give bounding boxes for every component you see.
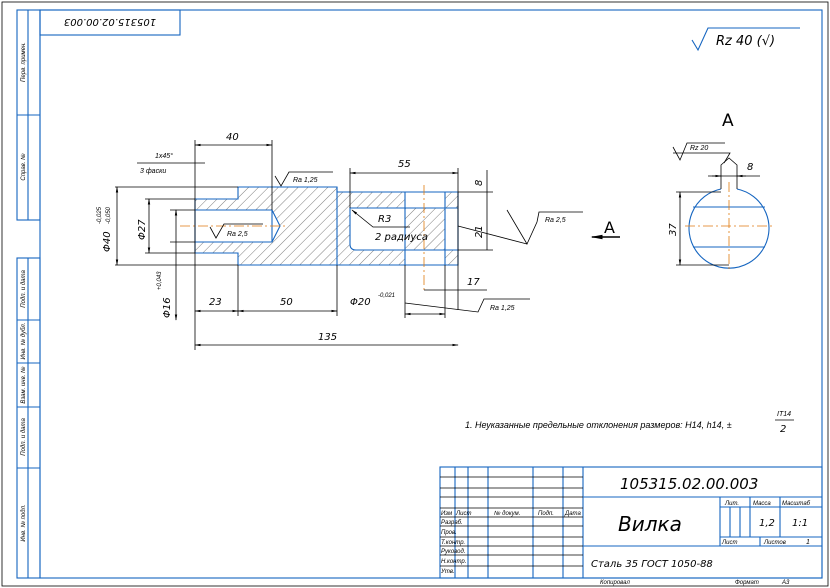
tb-sheets-label: Листов [763, 540, 786, 546]
tb-role: Н.контр. [441, 559, 466, 565]
dim-135: 135 [318, 332, 337, 343]
dim-8: 8 [474, 180, 485, 186]
roughness-ra-25-bore: Ra 2,5 [227, 231, 248, 238]
dim-55: 55 [398, 159, 411, 170]
dim-dia-20: Φ20 [350, 297, 371, 308]
left-sidebar: Перв. примен. Справ. № Подп. и дата Инв.… [16, 9, 41, 579]
tb-sheets: 1 [806, 539, 810, 546]
radius-count: 2 радиуса [375, 232, 428, 243]
dim-17: 17 [467, 277, 480, 288]
dim-dia-16: Φ16 [162, 297, 173, 318]
side-dim-37: 37 [668, 223, 679, 236]
side-view: A Rz 20 8 37 [668, 111, 773, 270]
tb-scale: 1:1 [792, 518, 808, 529]
chamfer-label: 1x45° [155, 152, 173, 160]
view-label: A [722, 111, 734, 131]
sidebar-label: Инв. № подл. [20, 504, 27, 541]
radius-label: R3 [378, 214, 391, 225]
chamfer-count: 3 фаски [140, 168, 166, 175]
tb-format-label: Формат [735, 580, 759, 586]
tb-scale-label: Масштаб [782, 501, 811, 507]
top-stamp: 105315.02.00.003 [39, 9, 181, 36]
tb-role: Руковод. [441, 549, 466, 555]
side-dim-8: 8 [747, 162, 753, 173]
tb-header: Лист [455, 511, 471, 517]
section-arrow-label: A [604, 218, 615, 237]
sidebar-label: Справ. № [20, 153, 27, 181]
stamp-designation: 105315.02.00.003 [64, 16, 156, 27]
tb-role: Т.контр. [441, 540, 465, 546]
dim-dia-40-tol-lower: -0,050 [106, 206, 112, 224]
roughness-ra-25-right: Ra 2,5 [545, 217, 566, 224]
technical-note: 1. Неуказанные предельные отклонения раз… [465, 411, 794, 435]
tb-lit-label: Лит. [724, 501, 739, 507]
dim-dia-16-tol: +0,043 [157, 271, 163, 290]
dim-dia-20-tol: -0,021 [378, 293, 395, 299]
tb-role: Пров. [441, 530, 457, 536]
tb-header: Подп. [538, 511, 554, 517]
tb-material: Сталь 35 ГОСТ 1050-88 [591, 559, 713, 570]
dim-dia-40-tol-upper: -0,025 [97, 206, 103, 224]
tb-sheet-label: Лист [721, 540, 737, 546]
dim-dia-27: Φ27 [137, 219, 148, 240]
title-block: 105315.02.00.003 Вилка Сталь 35 ГОСТ 105… [439, 466, 823, 586]
tb-format: A3 [781, 580, 790, 586]
tb-mass: 1,2 [759, 518, 775, 529]
tb-header: Изм [441, 511, 452, 517]
tb-header: № докум. [494, 510, 520, 517]
tb-header: Дата [564, 511, 581, 517]
tb-role: Утв. [440, 569, 455, 575]
sidebar-label: Перв. примен. [21, 42, 27, 82]
side-roughness: Rz 20 [690, 145, 708, 152]
general-roughness-text: Rz 40 (√) [716, 34, 775, 49]
general-roughness: Rz 40 (√) [691, 27, 800, 52]
note-text: 1. Неуказанные предельные отклонения раз… [465, 420, 732, 430]
sidebar-label: Взам. инв. № [20, 366, 27, 404]
hatched-section [195, 187, 458, 265]
sidebar-label: Инв. № дубл. [20, 323, 27, 360]
dim-50: 50 [280, 297, 293, 308]
main-view: 40 1x45° 3 фаски 55 8 21 17 23 50 135 Φ2… [97, 132, 620, 350]
tb-copied: Копировал [600, 580, 630, 586]
dim-40: 40 [226, 132, 239, 143]
roughness-ra-125-bottom: Ra 1,25 [490, 305, 515, 312]
tb-mass-label: Масса [753, 501, 771, 507]
sidebar-label: Подп. и дата [21, 418, 27, 456]
tb-part-name: Вилка [618, 512, 682, 536]
roughness-ra-125-top: Ra 1,25 [293, 177, 318, 184]
dim-23: 23 [209, 297, 222, 308]
dim-dia-40: Φ40 [102, 231, 113, 252]
tb-role: Разраб. [441, 520, 463, 526]
note-fraction-numerator: IT14 [777, 411, 791, 418]
note-fraction-denominator: 2 [780, 424, 786, 435]
tb-designation: 105315.02.00.003 [620, 475, 758, 493]
sidebar-label: Подп. и дата [21, 270, 27, 308]
